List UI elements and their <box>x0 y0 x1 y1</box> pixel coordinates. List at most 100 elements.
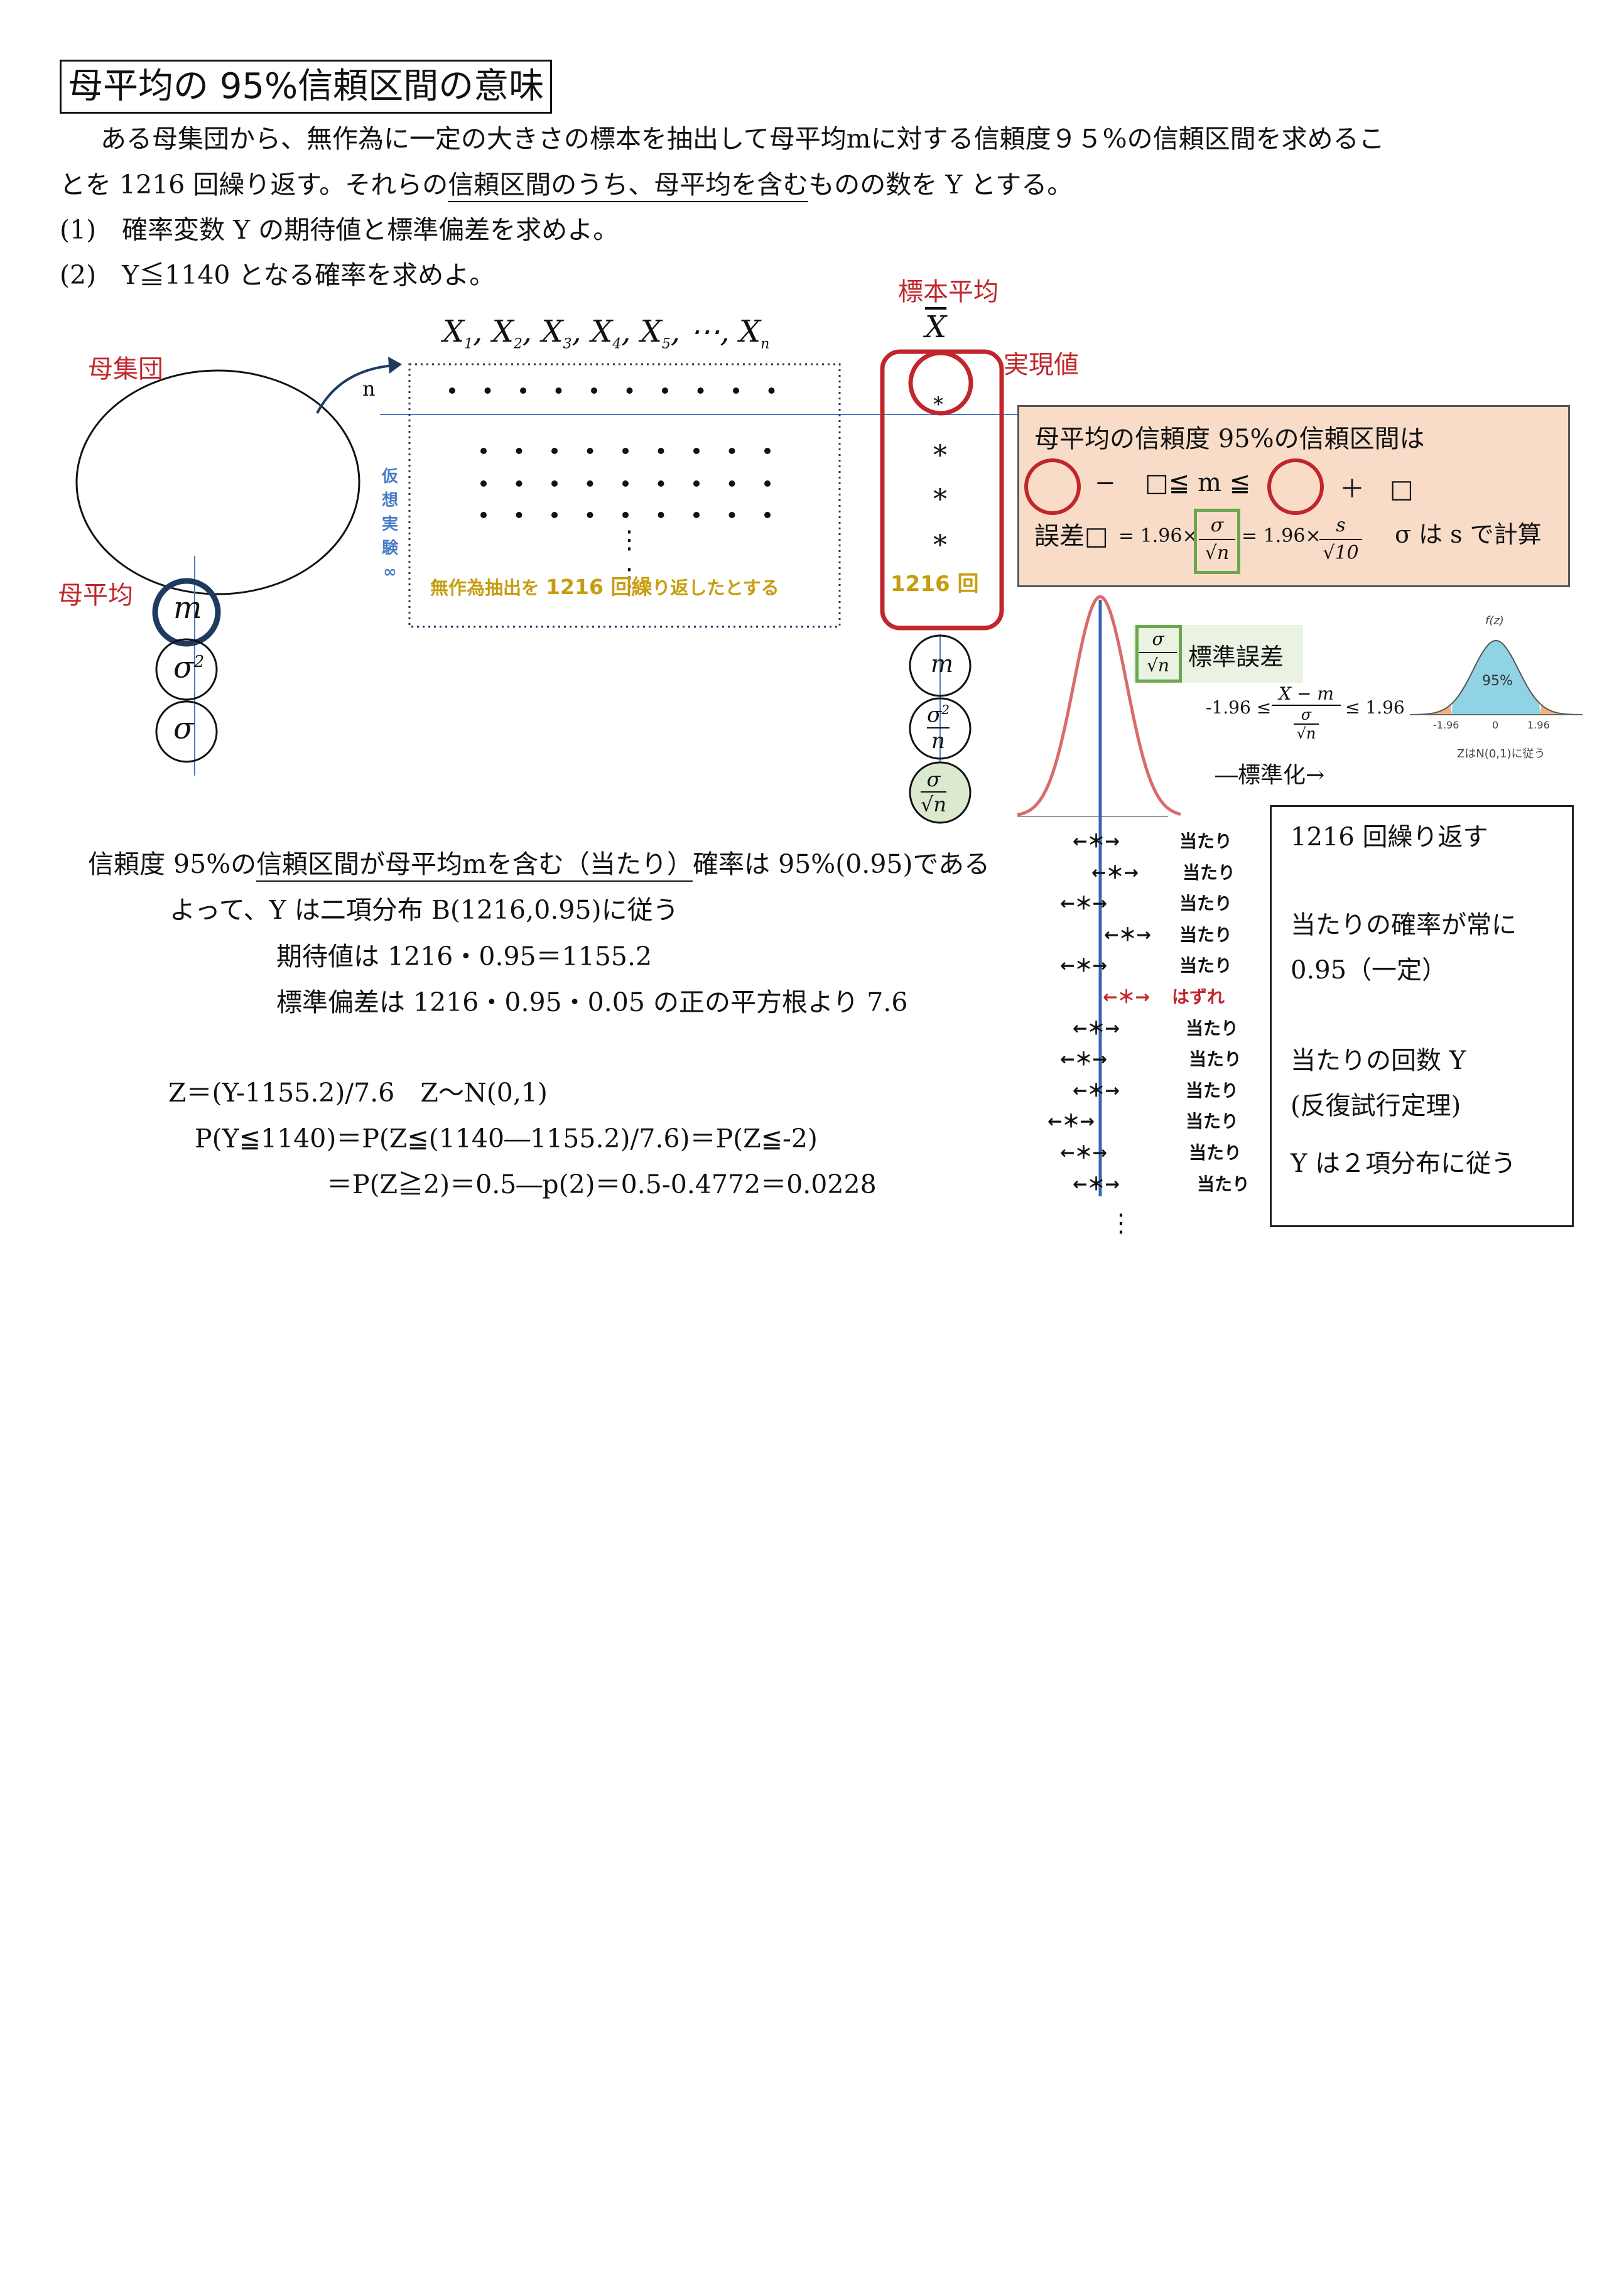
pop-mean-label: 母平均 <box>58 581 133 610</box>
hit-row-arrow: ←＊→ <box>1104 924 1151 945</box>
std-error-sqrt-n: √n <box>1147 655 1169 676</box>
sample-dot <box>587 512 593 518</box>
question-2: (2) Y≦1140 となる確率を求めよ。 <box>60 260 495 290</box>
sample-star-4: * <box>933 529 947 561</box>
pop-param-m: m <box>173 590 202 625</box>
sample-dot <box>658 480 664 487</box>
sample-dot <box>764 512 771 518</box>
solution-line-1-pre: 信頼度 95%の <box>88 849 257 879</box>
ci-sigma-note: σ は s で計算 <box>1395 521 1542 548</box>
sample-dot <box>733 387 739 394</box>
sample-dot <box>693 512 700 518</box>
dist-variance-circle <box>909 697 972 760</box>
hit-row-arrow: ←＊→ <box>1060 1142 1107 1163</box>
realized-star: * <box>933 393 943 416</box>
sample-sep-3: , <box>571 314 592 349</box>
sample-sub-2: 2 <box>513 336 522 352</box>
sample-dot <box>551 480 558 487</box>
ci-plus: ＋ □ <box>1340 475 1414 504</box>
sample-dot <box>587 480 593 487</box>
population-label: 母集団 <box>88 355 163 384</box>
side-line-4: 当たりの回数 Y <box>1291 1046 1466 1075</box>
pop-variance-circle <box>155 638 218 701</box>
sample-dot <box>728 480 735 487</box>
ci-eq-1: = 1.96× <box>1118 525 1198 547</box>
sample-dot <box>693 480 700 487</box>
solution-standardize: Z＝(Y-1155.2)/7.6 Z〜N(0,1) <box>168 1078 548 1108</box>
solution-line-2: よって、Y は二項分布 B(1216,0.95)に従う <box>170 895 679 925</box>
sample-dot <box>480 480 487 487</box>
sample-dot <box>697 387 704 394</box>
sample-dot <box>728 448 735 454</box>
problem-line-2-post: ものの数を Y とする。 <box>808 170 1073 200</box>
sample-star-3: * <box>933 484 947 516</box>
sample-dot <box>587 448 593 454</box>
sample-dot <box>764 448 771 454</box>
sample-dot <box>555 387 562 394</box>
mini-tick-pos: 1.96 <box>1527 719 1550 731</box>
ci-s-over-sqrt10: s √10 <box>1319 512 1362 566</box>
miss-label: はずれ <box>1172 987 1225 1007</box>
dist-sd-n: n <box>933 793 946 816</box>
problem-line-1: ある母集団から、無作為に一定の大きさの標本を抽出して母平均mに対する信頼度９５%… <box>100 124 1385 154</box>
std-ineq-fraction: X − m σ √n <box>1272 683 1341 742</box>
sample-dot <box>551 448 558 454</box>
hit-row-arrow: ←＊→ <box>1047 1111 1095 1132</box>
diagram-canvas <box>75 349 1583 1196</box>
hit-label: 当たり <box>1186 1080 1239 1101</box>
dist-param-sd: σ √n <box>921 767 946 816</box>
sample-dot <box>622 480 629 487</box>
sample-dot <box>520 387 526 394</box>
sample-dot <box>516 448 522 454</box>
ci-lower-circle <box>1024 458 1081 515</box>
virtual-char-1: 仮 <box>381 467 398 486</box>
sample-sub-5: 5 <box>661 336 671 352</box>
xbar-symbol: X <box>925 310 947 345</box>
repeat-note-b: 1216 回繰 <box>546 575 652 599</box>
sample-var-xn: X <box>739 314 761 349</box>
hit-row-arrow: ←＊→ <box>1073 1080 1120 1101</box>
sample-box <box>408 363 841 628</box>
sample-star-2: * <box>933 440 947 472</box>
hit-label: 当たり <box>1179 831 1233 852</box>
repeat-note: 無作為抽出を 1216 回繰り返したとする <box>430 570 779 600</box>
pop-param-sigma-exp: 2 <box>193 653 205 671</box>
n-label: n <box>362 377 376 401</box>
std-error-label-bg <box>1134 625 1303 683</box>
dist-mean-circle <box>909 634 972 697</box>
sample-sub-4: 4 <box>612 336 622 352</box>
hit-row-arrow: ←＊→ <box>1060 955 1107 977</box>
count-1216: 1216 回 <box>890 571 979 597</box>
dist-sd-sigma: σ <box>921 767 946 793</box>
hit-row-arrow: ←＊→ <box>1060 1049 1107 1070</box>
sample-sub-n: n <box>761 336 770 352</box>
sample-var-x3: X <box>541 314 563 349</box>
sample-sep-1: , <box>473 314 492 349</box>
standardize-arrow: ―標準化→ <box>1215 762 1325 788</box>
sample-dot <box>449 387 455 394</box>
sample-sep-5: , <box>670 314 690 349</box>
confidence-interval-box: 母平均の信頼度 95%の信頼区間は − □≦ m ≦ ＋ □ 誤差□ = 1.9… <box>1017 405 1570 587</box>
std-error-frac-box <box>1135 625 1182 683</box>
sample-dot <box>728 512 735 518</box>
dist-sigma-exp: 2 <box>941 702 950 717</box>
mini-tick-neg: -1.96 <box>1433 719 1459 731</box>
std-ineq-right: ≤ 1.96 <box>1345 697 1405 718</box>
sample-dot <box>658 448 664 454</box>
realized-value-label: 実現値 <box>1004 350 1079 379</box>
sample-sep-4: , <box>621 314 641 349</box>
ci-sigma-over-sqrt-n: σ √n <box>1199 512 1235 566</box>
hit-row-arrow: ←＊→ <box>1073 831 1120 852</box>
solution-expected-value: 期待値は 1216・0.95＝1155.2 <box>276 941 652 972</box>
dist-sd-circle <box>909 761 972 824</box>
hit-label: 当たり <box>1183 862 1236 883</box>
sample-vdots: ⋮ <box>617 526 642 555</box>
ci-sqrt-n: √n <box>1204 542 1230 564</box>
sample-sub-1: 1 <box>464 336 474 352</box>
sample-sep-2: , <box>522 314 542 349</box>
ci-upper-circle <box>1267 458 1324 515</box>
sample-variables: X1, X2, X3, X4, X5, ⋯, Xn <box>443 314 769 352</box>
sample-vdots-2: ⋮ <box>617 563 642 592</box>
dist-sigma: σ <box>927 702 942 728</box>
sample-dot <box>693 448 700 454</box>
